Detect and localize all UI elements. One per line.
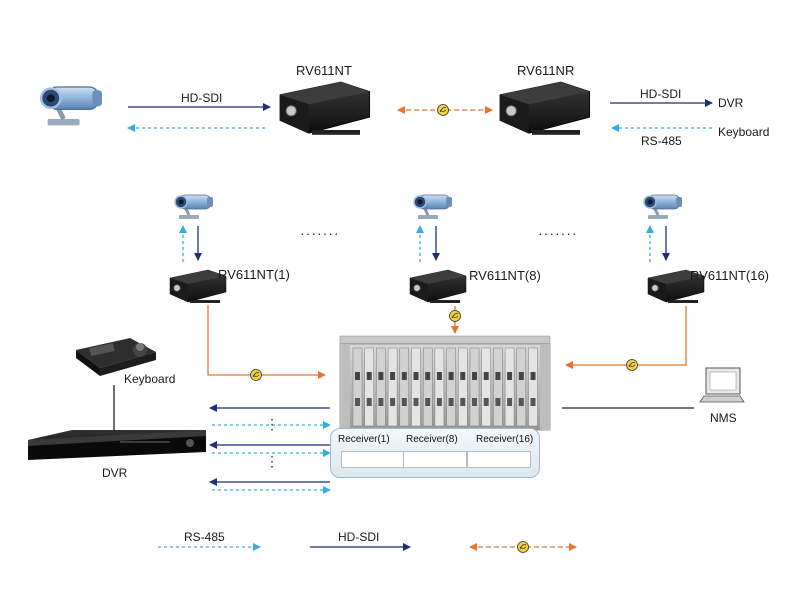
rack-slot-connector — [425, 398, 431, 406]
nms-monitor-icon — [699, 367, 745, 403]
rack-slot-connector — [378, 398, 384, 406]
rack-slot-card — [469, 347, 480, 427]
camera-icon — [41, 87, 102, 125]
rack-slot-connector — [495, 372, 501, 380]
rack-slot-connector — [507, 398, 513, 406]
rack-slot-card — [364, 347, 374, 427]
rack-slot-connector — [507, 372, 513, 380]
rack-slot-card — [528, 347, 538, 427]
fiber-optic-icon — [517, 541, 529, 553]
vertical-ellipsis: ⋮ — [265, 416, 280, 432]
rack-slot-connector — [401, 372, 407, 380]
rack-slot-card — [399, 347, 410, 427]
transmitter-label: RV611NT(1) — [218, 267, 290, 282]
rack-slot-card — [493, 347, 503, 427]
rack-slot-card — [422, 347, 433, 427]
rack-slot-connector — [413, 398, 419, 406]
camera-icon — [642, 193, 684, 221]
nms-label: NMS — [710, 411, 737, 425]
rack-slot-connector — [355, 372, 360, 380]
receiver-title: RV611NR — [517, 63, 575, 78]
camera-icon — [173, 193, 215, 221]
rack-slot-connector — [460, 398, 466, 406]
rack-slot-connector — [472, 372, 477, 380]
rack-slot-connector — [378, 372, 384, 380]
keyboard-label: Keyboard — [124, 372, 176, 386]
receiver-label: Receiver(8) — [406, 434, 458, 445]
rack-slot-connector — [366, 372, 372, 380]
ellipsis: ······· — [300, 225, 340, 241]
rack-slot-connector — [495, 398, 501, 406]
rack-slot-card — [352, 347, 363, 427]
rack-slot-connector — [518, 372, 524, 380]
keyboard-icon — [76, 338, 156, 376]
rack-slot-connector — [355, 398, 360, 406]
rack-slot-card — [458, 347, 468, 427]
receiver-card — [341, 451, 405, 468]
transmitter-icon — [279, 81, 371, 136]
rack-slot-connector — [530, 398, 536, 406]
receiver-panel — [330, 428, 540, 478]
dvr-label: DVR — [718, 96, 744, 110]
rack-slot-connector — [366, 398, 372, 406]
rack-slot-connector — [448, 372, 454, 380]
vertical-ellipsis: ⋮ — [265, 453, 280, 469]
fiber-optic-icon — [626, 359, 638, 371]
rack-slot-card — [376, 347, 386, 427]
rack-cards — [352, 347, 538, 427]
rack-slot-connector — [436, 372, 442, 380]
fiber-optic-icon — [449, 310, 461, 322]
fiber-optic-icon — [437, 104, 449, 116]
receiver-label: Receiver(1) — [338, 434, 390, 445]
fiber-link — [207, 305, 326, 379]
transmitter-label: RV611NT(8) — [469, 268, 541, 283]
receiver-label: Receiver(16) — [476, 434, 534, 445]
rack-slot-card — [434, 347, 445, 427]
receiver-card — [403, 451, 467, 468]
rack-slot-card — [411, 347, 421, 427]
rs485-label: RS-485 — [641, 134, 682, 148]
rack-slot-connector — [390, 372, 396, 380]
fiber-link — [565, 306, 687, 369]
rack-slot-connector — [390, 398, 396, 406]
rack-slot-connector — [425, 372, 431, 380]
camera-icon — [412, 193, 454, 221]
rack-slot-connector — [401, 398, 407, 406]
hd-sdi-label: HD-SDI — [181, 91, 223, 105]
rack-slot-connector — [483, 398, 489, 406]
rack-slot-card — [481, 347, 491, 427]
rack-slot-connector — [530, 372, 536, 380]
legend-hd-sdi-label: HD-SDI — [338, 530, 380, 544]
keyboard-label: Keyboard — [718, 125, 770, 139]
rack-slot-connector — [413, 372, 419, 380]
rack-slot-connector — [460, 372, 466, 380]
rack-slot-card — [516, 347, 527, 427]
rack-chassis-icon — [339, 335, 551, 431]
rack-slot-card — [504, 347, 515, 427]
rack-slot-card — [387, 347, 398, 427]
receiver-icon — [499, 81, 591, 136]
hd-sdi-label: HD-SDI — [640, 87, 682, 101]
rack-slot-connector — [472, 398, 477, 406]
rack-slot-card — [446, 347, 456, 427]
rack-slot-connector — [448, 398, 454, 406]
transmitter-icon — [409, 269, 467, 304]
rack-slot-connector — [436, 398, 442, 406]
rack-slot-connector — [483, 372, 489, 380]
transmitter-label: RV611NT(16) — [690, 268, 769, 283]
ellipsis: ······· — [538, 225, 578, 241]
receiver-card — [467, 451, 531, 468]
rack-slot-connector — [518, 398, 524, 406]
fiber-optic-icon — [250, 369, 262, 381]
dvr-label: DVR — [102, 466, 128, 480]
dvr-icon — [28, 430, 206, 460]
transmitter-title: RV611NT — [296, 63, 352, 78]
legend-rs485-label: RS-485 — [184, 530, 225, 544]
